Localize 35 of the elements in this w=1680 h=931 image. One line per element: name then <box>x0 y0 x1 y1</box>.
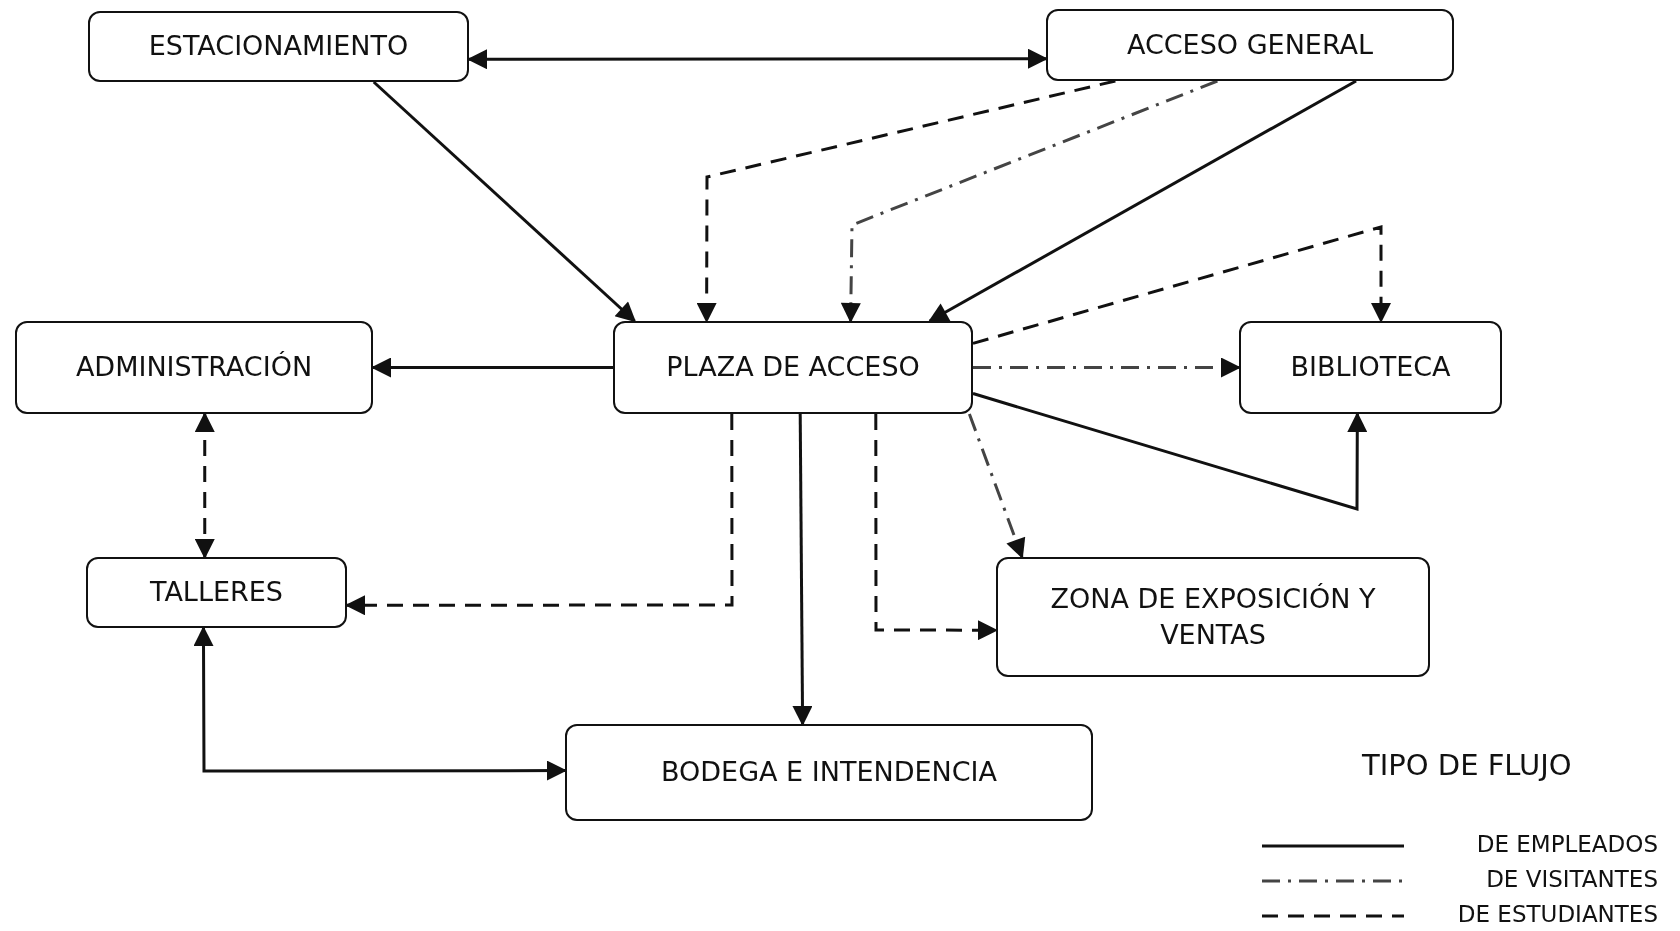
arrow <box>874 414 998 641</box>
arrow <box>972 225 1391 345</box>
process-box <box>613 321 973 414</box>
node-label: ZONA DE EXPOSICIÓN Y VENTAS <box>1049 581 1377 652</box>
node-label: ADMINISTRACIÓN <box>74 350 314 385</box>
arrow <box>371 357 613 378</box>
node-label: TALLERES <box>149 575 284 610</box>
process-box <box>88 11 469 82</box>
arrow <box>972 392 1368 511</box>
node-label: BIBLIOTECA <box>1289 350 1452 385</box>
node-label: ACCESO GENERAL <box>1125 27 1375 62</box>
arrow <box>193 626 567 781</box>
arrow <box>194 412 215 559</box>
node-label: ESTACIONAMIENTO <box>147 29 410 64</box>
arrow <box>467 48 1048 70</box>
arrow <box>928 79 1357 323</box>
node-label: PLAZA DE ACCESO <box>665 350 921 385</box>
arrow <box>696 79 1116 323</box>
arrow <box>345 414 734 616</box>
legend-title: TIPO DE FLUJO <box>1362 748 1572 782</box>
arrow <box>968 413 1026 559</box>
legend-label: DE EMPLEADOS <box>1476 831 1658 857</box>
node-label: BODEGA E INTENDENCIA <box>660 755 998 790</box>
process-box <box>565 724 1093 821</box>
arrow <box>840 79 1218 323</box>
legend-label: DE VISITANTES <box>1486 866 1658 892</box>
arrow <box>973 357 1241 378</box>
process-box <box>86 557 347 628</box>
legend-label: DE ESTUDIANTES <box>1457 901 1658 927</box>
process-box <box>1046 9 1454 81</box>
arrow <box>792 414 813 726</box>
process-box <box>1239 321 1502 414</box>
process-box <box>996 557 1430 677</box>
process-box <box>15 321 373 414</box>
arrow <box>372 80 637 323</box>
